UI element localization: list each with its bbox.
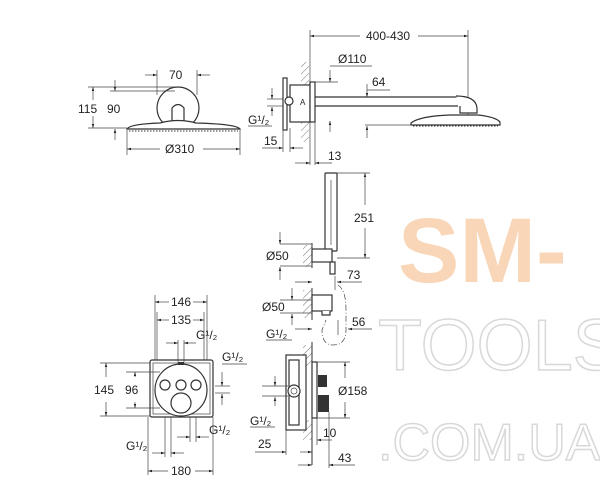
dim-flange-diameter: Ø110	[338, 52, 367, 66]
dim-box-width: 180	[171, 464, 191, 478]
dim-holder-projection: 73	[347, 268, 361, 282]
hand-shower-view: 251 Ø50 73	[266, 172, 374, 290]
thermostat-front-view: 146 135 G¹/₂ G¹/₂ 145 96 G¹/₂	[94, 295, 247, 478]
dim-knob-projection: 43	[338, 451, 352, 465]
dim-height-head: 90	[107, 102, 121, 116]
dim-arm-width: 70	[169, 68, 183, 82]
dim-thread-bottom-right: G¹/₂	[209, 423, 231, 437]
dim-height-total: 115	[78, 102, 97, 116]
dim-plate-depth: 10	[323, 426, 337, 440]
dim-holder-diameter: Ø50	[266, 249, 289, 263]
dim-outlet-projection: 56	[352, 315, 366, 329]
dim-thread-top: G¹/₂	[196, 328, 218, 342]
dim-outlet-thread: G¹/₂	[266, 327, 288, 341]
dim-outlet-diameter: Ø50	[262, 300, 285, 314]
watermark-sm: SM-	[398, 200, 567, 302]
dim-box-inner: 135	[171, 313, 191, 327]
dim-thread-right: G¹/₂	[222, 350, 244, 364]
dim-thermostat-thread: G¹/₂	[250, 414, 272, 428]
dim-flange-depth: 13	[328, 149, 342, 163]
dim-plate-diameter: Ø158	[338, 384, 368, 398]
head-side-view: 400-430 A Ø110 64 G¹/₂ 15	[248, 29, 501, 165]
dim-box-outer: 146	[171, 295, 191, 309]
dim-height-outer: 145	[94, 383, 114, 397]
dim-arm-height: 64	[372, 75, 386, 89]
dim-box-depth: 25	[258, 437, 272, 451]
head-top-view: 70 115 90 Ø310	[78, 68, 242, 156]
dim-head-diameter: Ø310	[165, 142, 195, 156]
dim-box-offset: 15	[264, 134, 278, 148]
watermark-domain: .COM.UA	[378, 414, 600, 472]
watermark-tools: TOOLS	[378, 306, 600, 386]
watermark: SM- TOOLS .COM.UA	[377, 200, 600, 473]
dim-height-inner: 96	[125, 383, 139, 397]
box-marker: A	[300, 98, 306, 107]
dim-arm-length: 400-430	[366, 29, 410, 43]
thermostat-side-view: Ø158 G¹/₂ 25 10 43	[250, 342, 368, 468]
dim-thread-bottom-left: G¹/₂	[126, 439, 148, 453]
wall-outlet-view: Ø50 G¹/₂ 56	[262, 284, 372, 346]
dim-head-thread: G¹/₂	[248, 113, 270, 127]
dim-hand-shower-length: 251	[354, 211, 374, 225]
